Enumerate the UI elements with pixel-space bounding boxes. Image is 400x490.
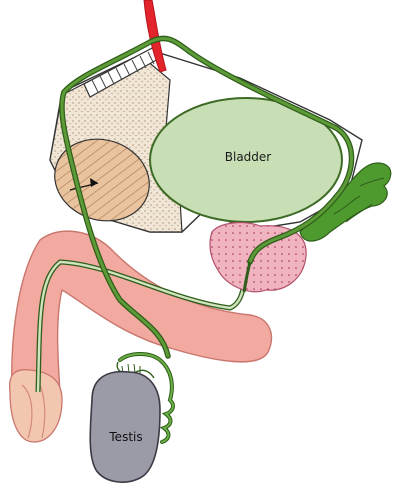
epididymis-inner: [119, 353, 174, 443]
inguinal-canal-ribs: [91, 51, 155, 93]
bladder-label: Bladder: [224, 150, 272, 164]
glans-detail: [21, 384, 46, 439]
urethra-lumen: [36, 239, 246, 393]
penis: [11, 230, 273, 429]
testis-label: Testis: [109, 430, 143, 444]
bone-pointer-head: [90, 178, 98, 187]
bladder: [149, 97, 343, 223]
ejaculatory-duct: [242, 261, 252, 293]
vas-deferens-inner: [60, 36, 353, 358]
glans: [8, 369, 63, 443]
testis: [89, 370, 161, 483]
prostate: [209, 222, 307, 293]
blood-vessel: [143, 0, 167, 73]
pubic-bone: [54, 138, 150, 222]
seminal-vesicle-folds: [333, 177, 385, 223]
